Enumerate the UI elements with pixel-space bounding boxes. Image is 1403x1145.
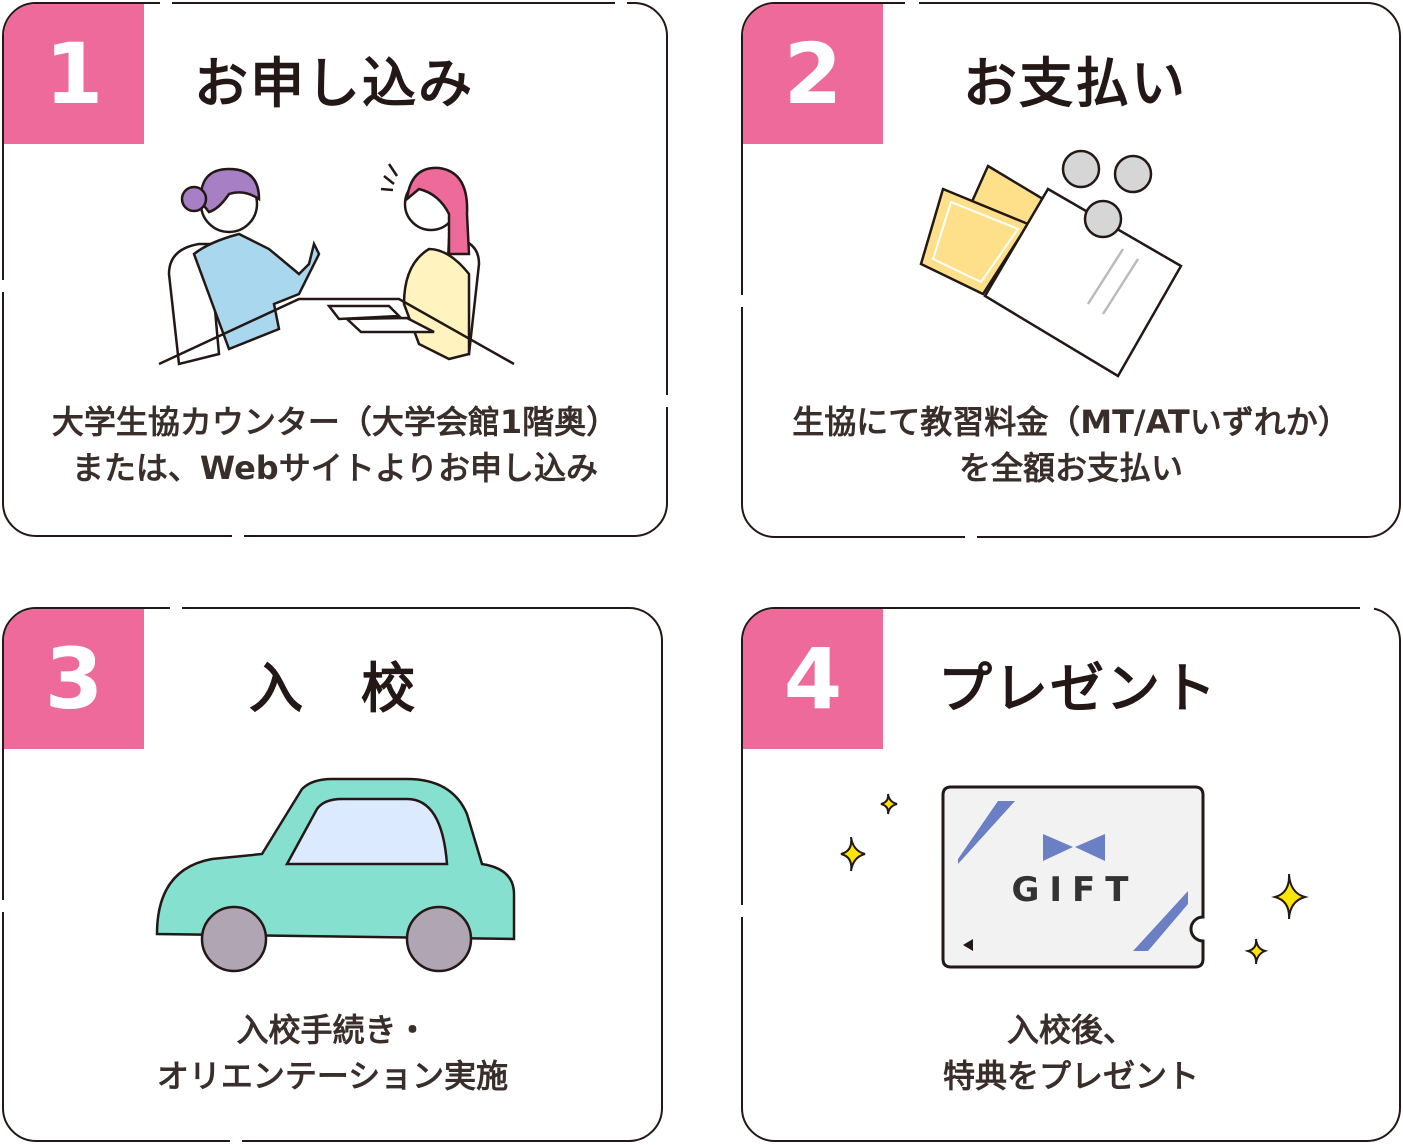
border-gap xyxy=(230,1137,242,1145)
border-gap xyxy=(160,0,172,6)
step-card-2: 2 お支払い 生協にて教習料金（MT/ATいずれか） を全額お支払い xyxy=(741,2,1401,538)
desc-line-2: 特典をプレゼント xyxy=(942,1057,1199,1095)
gift-card-illustration: GIFT xyxy=(840,785,1309,969)
step-description: 入校後、 特典をプレゼント xyxy=(743,1007,1399,1099)
border-gap xyxy=(170,604,182,610)
car-illustration xyxy=(155,777,516,973)
step-card-4: 4 プレゼント GIFT 入校後、 特典をプレゼント xyxy=(741,607,1401,1142)
border-gap xyxy=(965,533,977,541)
desc-line-1: 大学生協カウンター（大学会館1階奥） xyxy=(51,403,619,441)
desc-line-1: 入校後、 xyxy=(1006,1011,1135,1049)
step-description: 生協にて教習料金（MT/ATいずれか） を全額お支払い xyxy=(743,399,1399,491)
desc-line-2: を全額お支払い xyxy=(958,449,1183,487)
border-gap xyxy=(1360,604,1374,610)
border-gap xyxy=(737,905,745,917)
step-number: 1 xyxy=(4,4,144,144)
border-gap xyxy=(615,0,627,6)
border-gap xyxy=(0,900,6,912)
desc-line-1: 生協にて教習料金（MT/ATいずれか） xyxy=(792,403,1350,441)
desc-line-2: オリエンテーション実施 xyxy=(156,1057,509,1095)
step-description: 入校手続き・ オリエンテーション実施 xyxy=(4,1007,661,1099)
step-number: 2 xyxy=(743,4,883,144)
step-title: 入 校 xyxy=(249,657,417,720)
payment-illustration xyxy=(919,149,1183,378)
desc-line-2: または、Webサイトよりお申し込み xyxy=(71,449,599,487)
step-title: お支払い xyxy=(963,52,1187,115)
step-card-3: 3 入 校 入校手続き・ オリエンテーション実施 xyxy=(2,607,663,1142)
desc-line-1: 入校手続き・ xyxy=(236,1011,429,1049)
step-description: 大学生協カウンター（大学会館1階奥） または、Webサイトよりお申し込み xyxy=(4,399,666,491)
step-number: 4 xyxy=(743,609,883,749)
border-gap xyxy=(232,532,244,540)
border-gap xyxy=(0,280,6,292)
step-number: 3 xyxy=(4,609,144,749)
border-gap xyxy=(663,395,671,407)
gift-label: GIFT xyxy=(1012,870,1139,910)
border-gap xyxy=(905,0,919,6)
step-title: プレゼント xyxy=(938,657,1218,720)
step-card-1: 1 お申し込み 大学生協カウンター（大学会館1階奥） または、Webサイトよりお… xyxy=(2,2,668,537)
step-title: お申し込み xyxy=(194,52,474,115)
consultation-illustration xyxy=(158,163,515,366)
border-gap xyxy=(737,295,745,307)
